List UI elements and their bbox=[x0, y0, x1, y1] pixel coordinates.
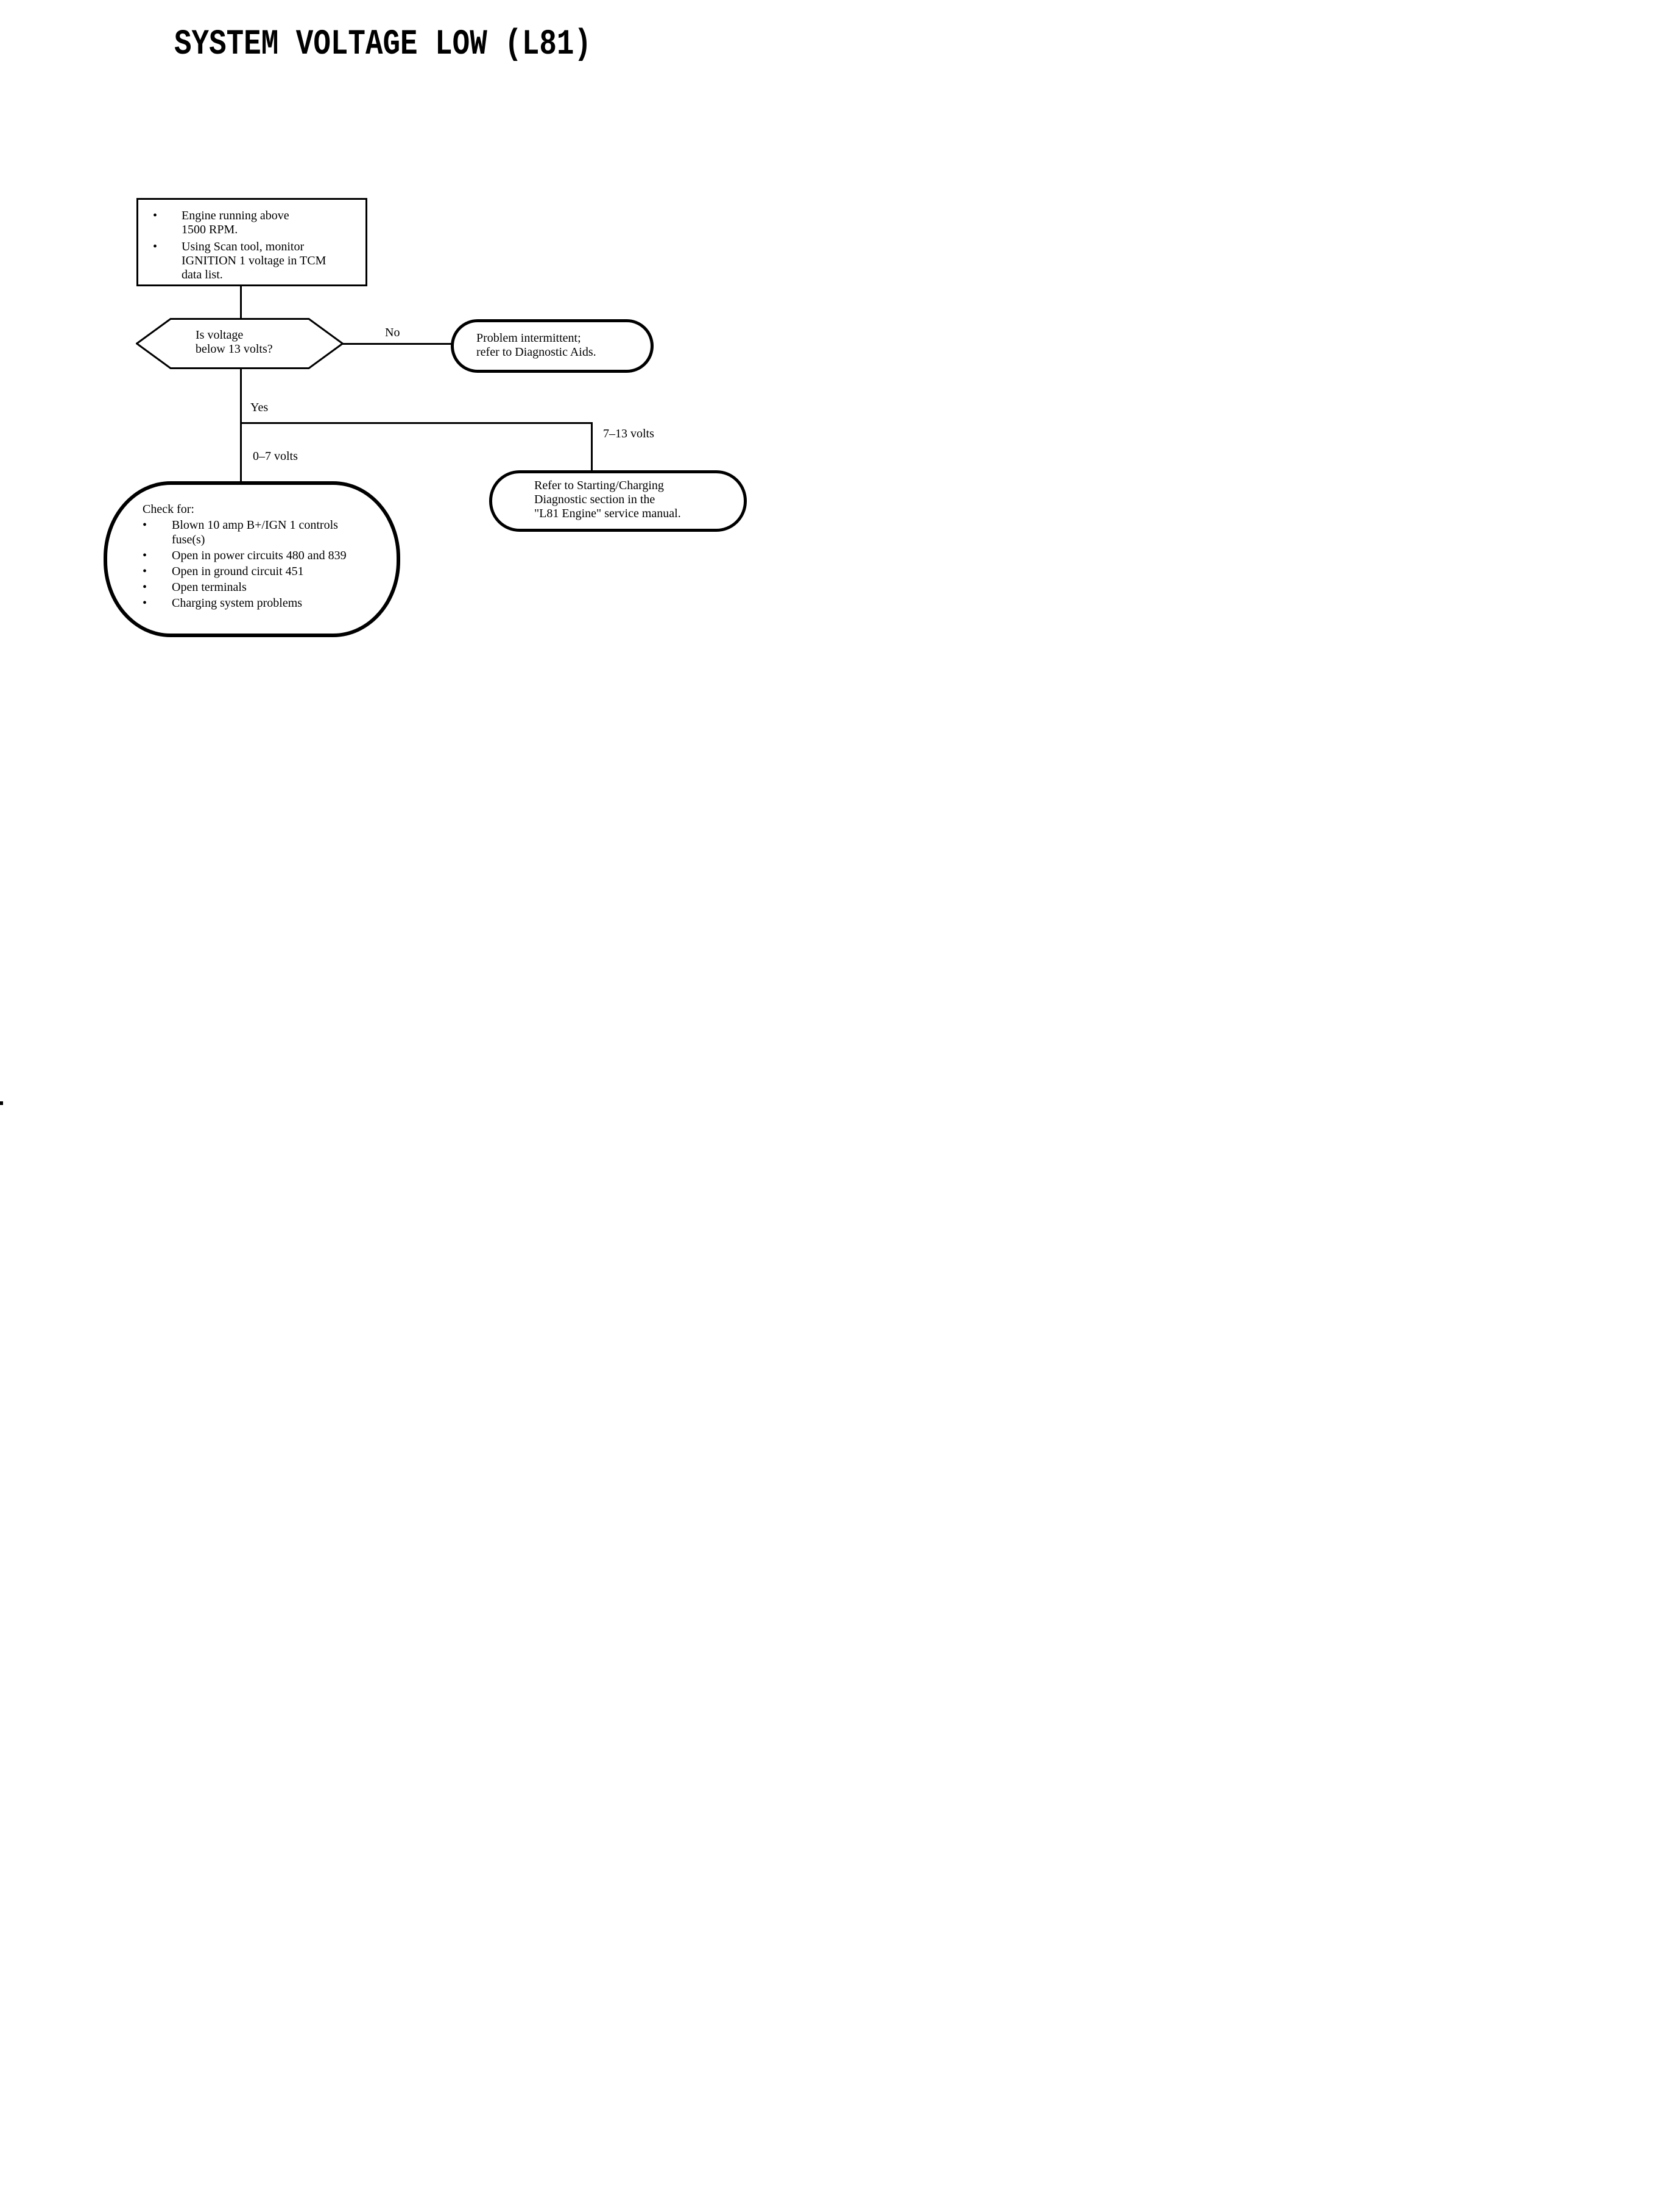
no-branch-label: No bbox=[385, 326, 400, 339]
connector-no-branch bbox=[342, 343, 452, 345]
check-for-result-box: Check for: • Blown 10 amp B+/IGN 1 contr… bbox=[104, 481, 400, 637]
check-for-heading: Check for: bbox=[143, 503, 194, 516]
intermittent-line2: refer to Diagnostic Aids. bbox=[476, 345, 596, 359]
start-item2-line3: data list. bbox=[182, 268, 223, 281]
connector-yes-branch bbox=[240, 368, 242, 482]
bullet-icon: • bbox=[153, 209, 158, 222]
check-item-text: Open in ground circuit 451 bbox=[172, 565, 304, 578]
check-item-row: • Open terminals bbox=[143, 580, 397, 595]
refer-line1: Refer to Starting/Charging bbox=[534, 479, 664, 492]
start-item1-line2: 1500 RPM. bbox=[182, 223, 238, 236]
check-item-row: • Open in power circuits 480 and 839 bbox=[143, 548, 397, 563]
intermittent-result-box: Problem intermittent; refer to Diagnosti… bbox=[451, 319, 654, 373]
bullet-icon: • bbox=[143, 581, 147, 594]
check-item-row: • Blown 10 amp B+/IGN 1 controls fuse(s) bbox=[143, 518, 397, 547]
intermittent-line1: Problem intermittent; bbox=[476, 331, 581, 345]
page-title: SYSTEM VOLTAGE LOW (L81) bbox=[174, 25, 591, 65]
check-item-text: Open terminals bbox=[172, 581, 247, 594]
bullet-icon: • bbox=[153, 240, 158, 253]
refer-result-box: Refer to Starting/Charging Diagnostic se… bbox=[489, 470, 747, 532]
connector-high-voltage-drop bbox=[591, 422, 593, 471]
check-item-text: Charging system problems bbox=[172, 596, 303, 610]
check-item-row: • Open in ground circuit 451 bbox=[143, 564, 397, 579]
decision-line1: Is voltage bbox=[196, 328, 244, 342]
connector-start-to-decision bbox=[240, 285, 242, 319]
bullet-icon: • bbox=[143, 518, 147, 532]
high-voltage-label: 7–13 volts bbox=[603, 427, 654, 440]
connector-split-horizontal bbox=[240, 422, 593, 424]
check-item-text: Blown 10 amp B+/IGN 1 controls fuse(s) bbox=[172, 518, 338, 546]
bullet-icon: • bbox=[143, 549, 147, 562]
bullet-icon: • bbox=[143, 596, 147, 610]
start-item2-line2: IGNITION 1 voltage in TCM bbox=[182, 254, 326, 267]
flowchart-page: SYSTEM VOLTAGE LOW (L81) • Engine runnin… bbox=[0, 0, 840, 1105]
page-corner-mark bbox=[0, 1101, 3, 1105]
refer-line2: Diagnostic section in the bbox=[534, 493, 655, 506]
low-voltage-label: 0–7 volts bbox=[253, 450, 298, 463]
bullet-icon: • bbox=[143, 565, 147, 578]
check-item-row: • Charging system problems bbox=[143, 596, 397, 610]
start-item1-line1: Engine running above bbox=[182, 209, 289, 222]
start-item2-line1: Using Scan tool, monitor bbox=[182, 240, 305, 253]
refer-line3: "L81 Engine" service manual. bbox=[534, 507, 681, 520]
decision-line2: below 13 volts? bbox=[196, 342, 273, 356]
yes-branch-label: Yes bbox=[250, 401, 269, 414]
check-item-text: Open in power circuits 480 and 839 bbox=[172, 549, 347, 562]
